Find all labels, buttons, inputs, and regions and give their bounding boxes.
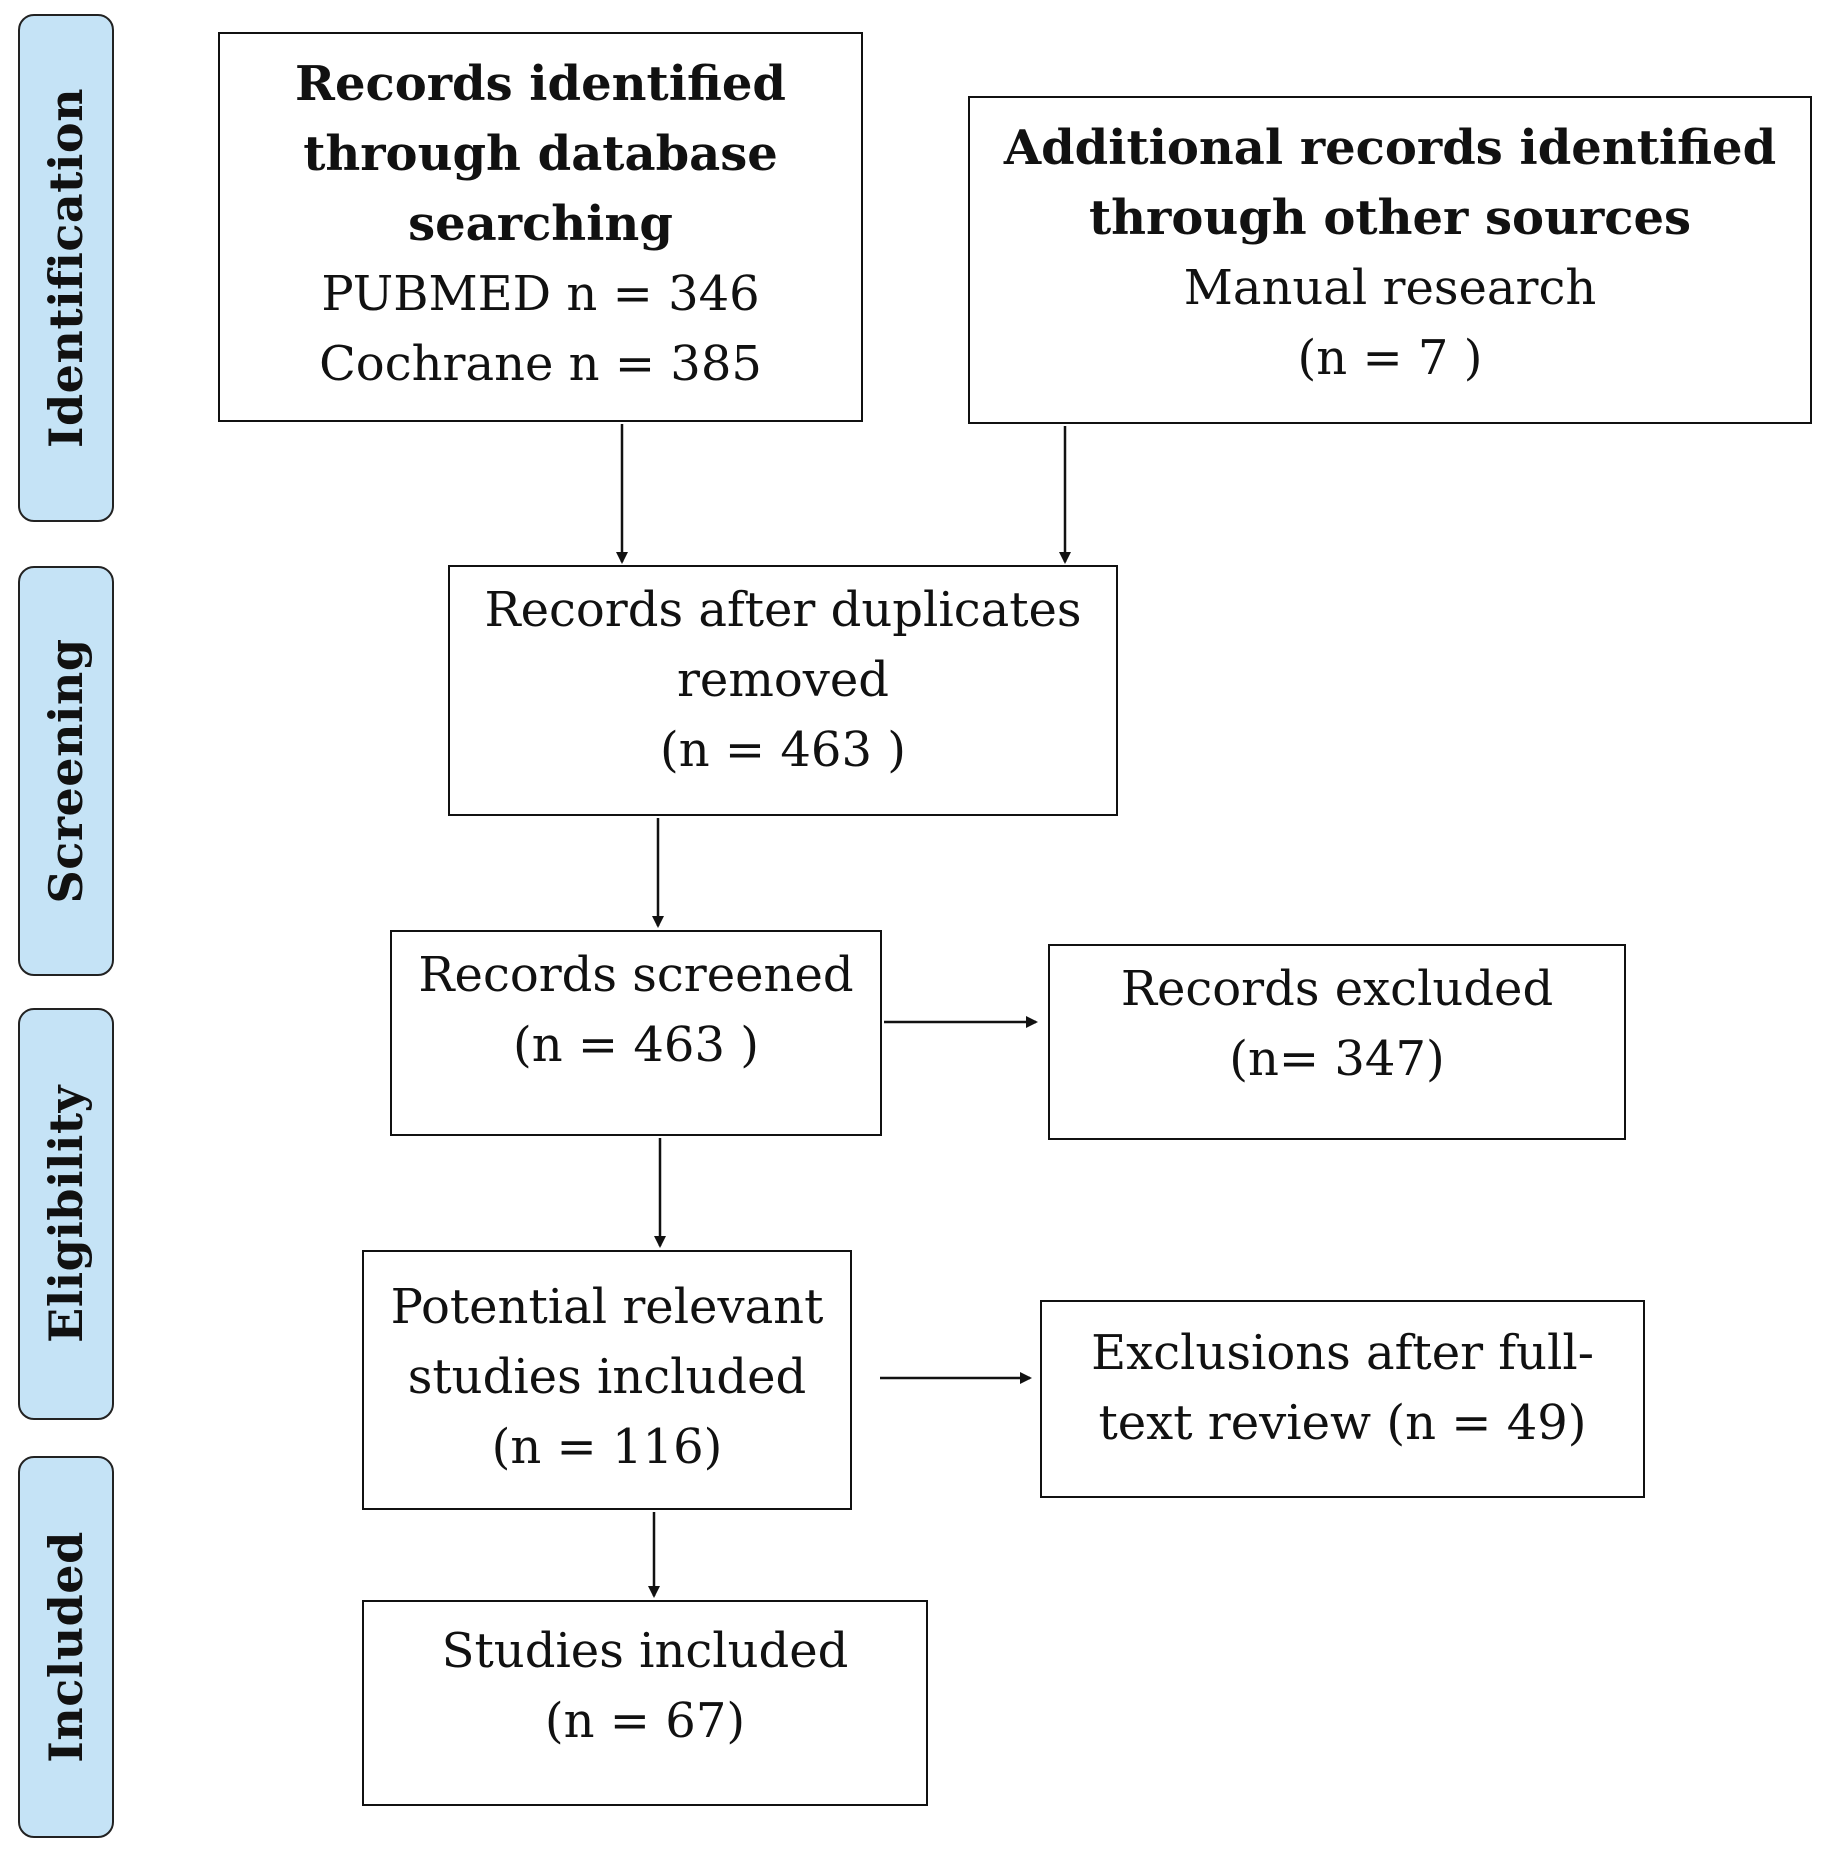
screened-count: (n = 463 ): [513, 1017, 759, 1073]
stage-tab-eligibility: Eligibility: [18, 1008, 114, 1420]
excluded-label: Records excluded: [1120, 961, 1554, 1017]
studies-included-label: Studies included: [441, 1623, 849, 1679]
other-sources-title-line-1: Additional records identified: [1003, 120, 1777, 176]
database-title-line-1: Records identified: [295, 56, 786, 112]
box-duplicates-removed: Records after duplicates removed (n = 46…: [448, 565, 1118, 816]
stage-label-identification: Identification: [39, 87, 93, 449]
database-title-line-3: searching: [408, 196, 673, 252]
box-studies-included: Studies included (n = 67): [362, 1600, 928, 1806]
screened-label: Records screened: [418, 947, 854, 1003]
stage-tab-screening: Screening: [18, 566, 114, 976]
database-cochrane-count: Cochrane n = 385: [319, 336, 762, 392]
box-fulltext-exclusions: Exclusions after full- text review (n = …: [1040, 1300, 1645, 1498]
box-records-screened: Records screened (n = 463 ): [390, 930, 882, 1136]
potential-line-2: studies included: [407, 1349, 807, 1405]
duplicates-line-1: Records after duplicates: [484, 582, 1082, 638]
potential-count: (n = 116): [491, 1419, 723, 1475]
duplicates-line-2: removed: [676, 652, 889, 708]
stage-tab-included: Included: [18, 1456, 114, 1838]
other-sources-title-line-2: through other sources: [1088, 190, 1692, 246]
studies-included-count: (n = 67): [544, 1693, 746, 1749]
box-potential-relevant: Potential relevant studies included (n =…: [362, 1250, 852, 1510]
database-title-line-2: through database: [303, 126, 778, 182]
fulltext-line-2: text review (n = 49): [1098, 1395, 1587, 1451]
stage-label-included: Included: [39, 1531, 93, 1763]
box-records-excluded: Records excluded (n= 347): [1048, 944, 1626, 1140]
other-sources-count: (n = 7 ): [1297, 330, 1483, 386]
box-database-records: Records identified through database sear…: [218, 32, 863, 422]
other-sources-manual-research: Manual research: [1183, 260, 1597, 316]
box-other-sources: Additional records identified through ot…: [968, 96, 1812, 424]
fulltext-line-1: Exclusions after full-: [1091, 1325, 1594, 1381]
stage-label-eligibility: Eligibility: [39, 1085, 93, 1343]
database-pubmed-count: PUBMED n = 346: [321, 266, 760, 322]
excluded-count: (n= 347): [1229, 1031, 1445, 1087]
duplicates-count: (n = 463 ): [660, 722, 906, 778]
stage-label-screening: Screening: [39, 638, 93, 904]
potential-line-1: Potential relevant: [390, 1279, 824, 1335]
stage-tab-identification: Identification: [18, 14, 114, 522]
